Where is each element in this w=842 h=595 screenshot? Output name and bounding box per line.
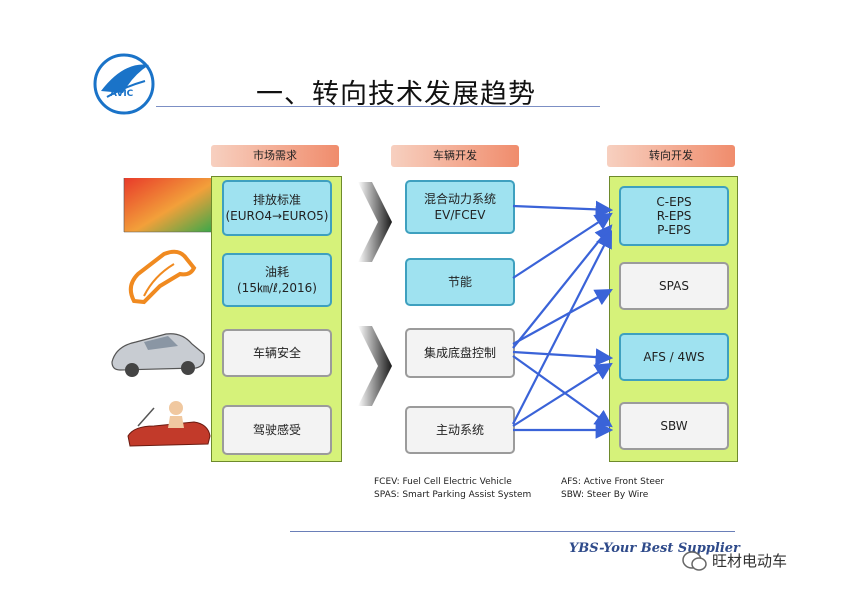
market-box-line: 驾驶感受 bbox=[252, 423, 301, 437]
market-box-line: (EURO4→EURO5) bbox=[225, 209, 329, 223]
arrow-active-to-eps bbox=[512, 230, 613, 425]
arrow-chassis-to-afs bbox=[512, 348, 614, 366]
fuel-nozzle-image bbox=[128, 249, 197, 305]
market-box-fuel: 油耗 (15㎞/ℓ,2016) bbox=[222, 253, 332, 307]
market-box-line: 车辆安全 bbox=[252, 346, 301, 360]
steering-box-afs: AFS / 4WS bbox=[619, 333, 729, 381]
crashed-car-image bbox=[111, 333, 205, 377]
vehicle-development-header: 车辆开发 bbox=[391, 145, 519, 167]
market-box-emission: 排放标准 (EURO4→EURO5) bbox=[222, 180, 332, 236]
footer-slogan: YBS-Your Best Supplier bbox=[569, 541, 740, 556]
market-box-line: 排放标准 bbox=[252, 193, 301, 207]
steering-box-line: SPAS bbox=[659, 279, 689, 293]
steering-box-eps: C-EPS R-EPS P-EPS bbox=[619, 186, 729, 246]
steering-box-line: R-EPS bbox=[656, 209, 692, 223]
legend-right: AFS: Active Front Steer SBW: Steer By Wi… bbox=[561, 476, 664, 502]
market-demand-header: 市场需求 bbox=[211, 145, 339, 167]
vehicle-box-line: 集成底盘控制 bbox=[423, 346, 496, 360]
title-divider bbox=[156, 106, 600, 107]
arrow-chassis-to-spas bbox=[512, 288, 613, 345]
watermark-text: 旺材电动车 bbox=[712, 552, 788, 570]
steering-box-line: P-EPS bbox=[657, 223, 691, 237]
vehicle-box-line: 主动系统 bbox=[435, 423, 484, 437]
legend-left: FCEV: Fuel Cell Electric Vehicle SPAS: S… bbox=[374, 476, 531, 502]
vehicle-box-line: 节能 bbox=[447, 275, 472, 289]
vehicle-box-chassis-control: 集成底盘控制 bbox=[405, 328, 515, 378]
emission-chart-image bbox=[123, 178, 212, 233]
steering-box-line: SBW bbox=[660, 419, 688, 433]
steering-box-line: C-EPS bbox=[656, 195, 692, 209]
convertible-driver-image bbox=[127, 401, 211, 447]
chevron-right-icon bbox=[358, 326, 392, 406]
market-box-line: (15㎞/ℓ,2016) bbox=[237, 281, 317, 295]
market-box-line: 油耗 bbox=[264, 265, 289, 279]
chevron-right-icon bbox=[358, 182, 392, 262]
steering-box-line: AFS / 4WS bbox=[643, 350, 705, 364]
steering-box-sbw: SBW bbox=[619, 402, 729, 450]
wechat-icon bbox=[682, 551, 707, 571]
avic-emblem-icon bbox=[93, 53, 155, 115]
vehicle-box-hybrid: 混合动力系统 EV/FCEV bbox=[405, 180, 515, 234]
arrow-chassis-to-sbw bbox=[512, 355, 613, 428]
market-box-safety: 车辆安全 bbox=[222, 329, 332, 377]
steering-development-header: 转向开发 bbox=[607, 145, 735, 167]
logo-text: AVIC bbox=[110, 89, 134, 99]
legend-item: SPAS: Smart Parking Assist System bbox=[374, 490, 532, 500]
steering-box-spas: SPAS bbox=[619, 262, 729, 310]
market-box-driving-feel: 驾驶感受 bbox=[222, 405, 332, 455]
arrow-hybrid-to-eps bbox=[512, 200, 614, 219]
vehicle-box-line: 混合动力系统 bbox=[423, 192, 496, 206]
legend-item: FCEV: Fuel Cell Electric Vehicle bbox=[374, 477, 512, 487]
vehicle-box-energy-saving: 节能 bbox=[405, 258, 515, 306]
vehicle-box-line: EV/FCEV bbox=[434, 208, 486, 222]
page-title: 一、转向技术发展趋势 bbox=[256, 79, 536, 110]
avic-logo: AVIC bbox=[93, 53, 155, 115]
footer-divider bbox=[290, 531, 735, 532]
arrow-chassis-to-eps bbox=[512, 224, 613, 349]
legend-item: SBW: Steer By Wire bbox=[561, 490, 649, 500]
legend-item: AFS: Active Front Steer bbox=[561, 477, 665, 487]
arrow-active-to-afs bbox=[512, 362, 613, 427]
vehicle-box-active-system: 主动系统 bbox=[405, 406, 515, 454]
